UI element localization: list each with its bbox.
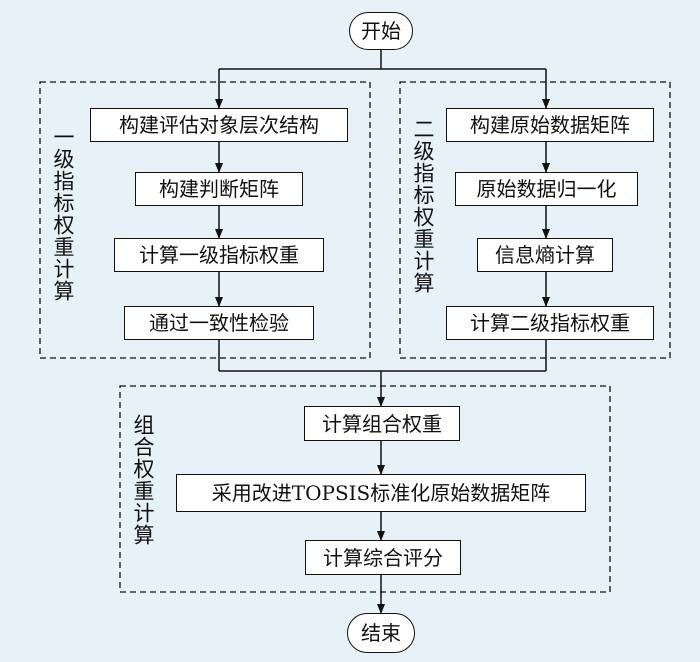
group1-frame bbox=[39, 81, 371, 359]
group3-frame bbox=[119, 385, 611, 593]
end-terminal: 结束 bbox=[347, 613, 415, 653]
group2-step-1: 构建原始数据矩阵 bbox=[446, 108, 654, 142]
group1-step-4: 通过一致性检验 bbox=[124, 306, 314, 340]
group3-step-1: 计算组合权重 bbox=[304, 406, 460, 441]
group1-step-1: 构建评估对象层次结构 bbox=[90, 108, 348, 142]
start-terminal: 开始 bbox=[349, 12, 413, 50]
group1-step-2: 构建判断矩阵 bbox=[135, 172, 303, 206]
group2-label: 二级指标权重计算 bbox=[411, 118, 435, 294]
group3-step-2: 采用改进TOPSIS标准化原始数据矩阵 bbox=[176, 474, 586, 512]
group1-step-3: 计算一级指标权重 bbox=[114, 238, 324, 272]
group3-step-3: 计算综合评分 bbox=[305, 540, 461, 575]
group2-frame bbox=[399, 81, 671, 359]
group2-step-4: 计算二级指标权重 bbox=[446, 306, 654, 340]
group2-step-2: 原始数据归一化 bbox=[455, 172, 638, 206]
group3-label: 组合权重计算 bbox=[131, 414, 155, 546]
group1-label: 一级指标权重计算 bbox=[51, 126, 75, 302]
group2-step-3: 信息熵计算 bbox=[477, 238, 613, 272]
